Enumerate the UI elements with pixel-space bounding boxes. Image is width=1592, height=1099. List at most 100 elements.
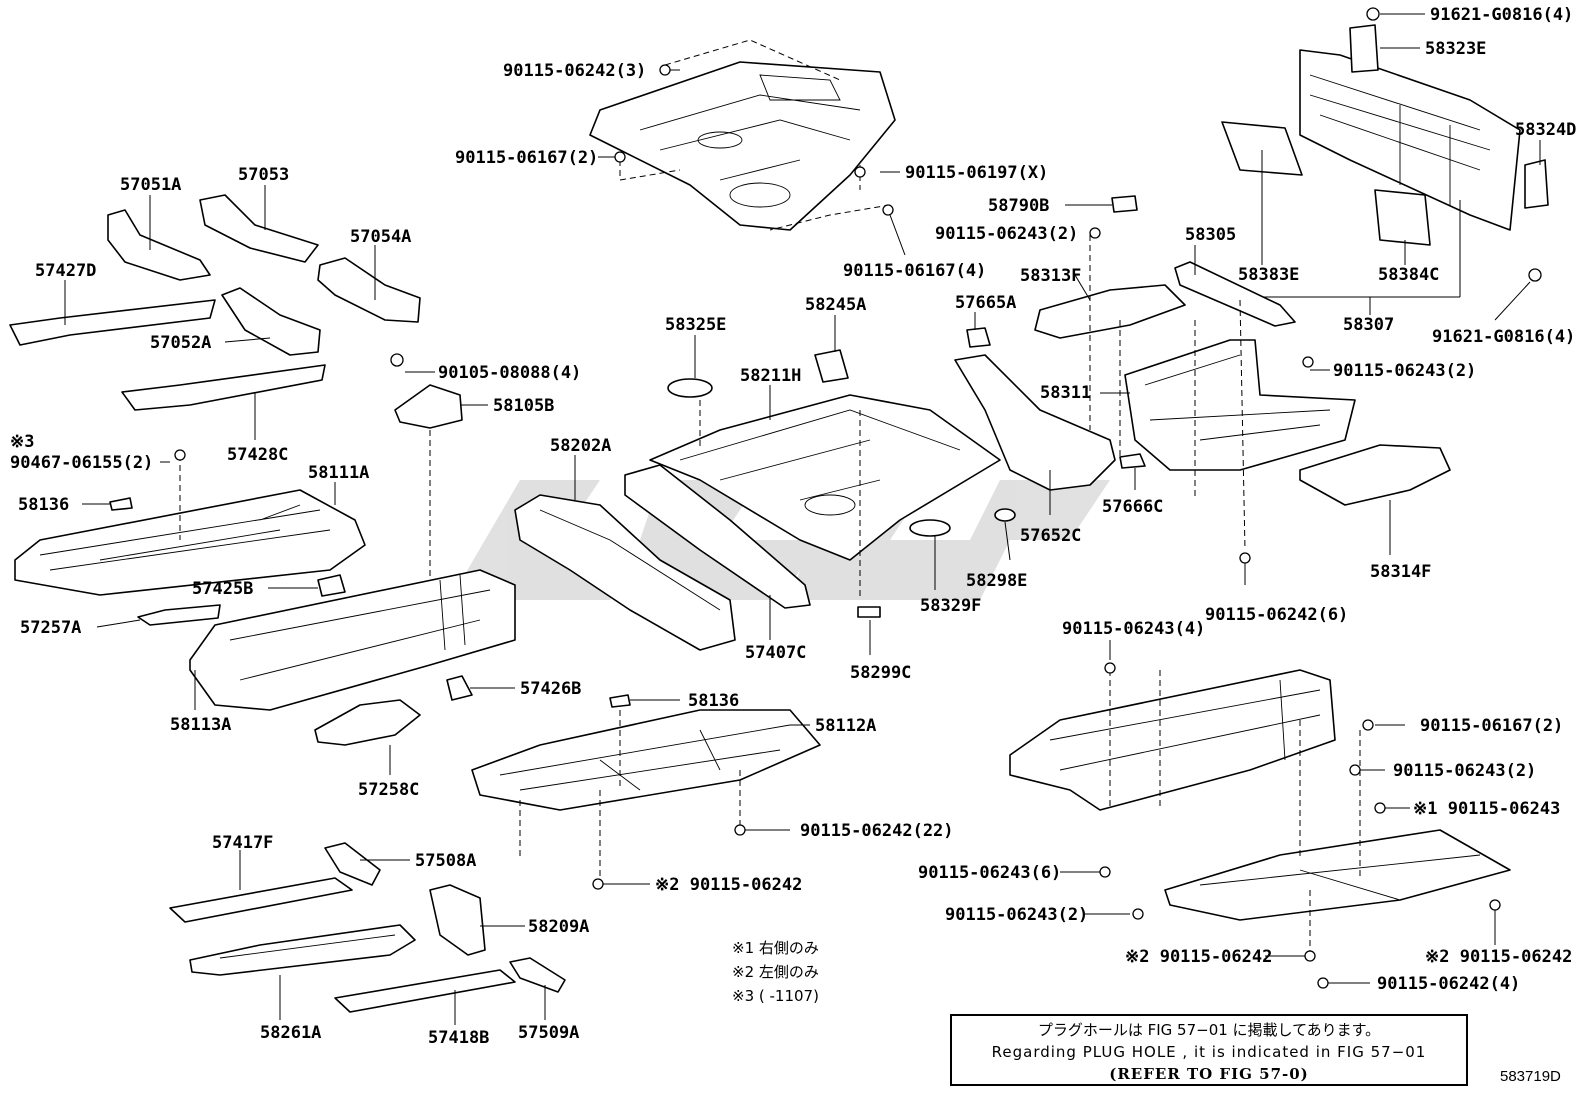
rail-57427D-shape bbox=[9, 299, 216, 346]
member-57052A-shape bbox=[221, 287, 321, 356]
label-58311: 58311 bbox=[1040, 383, 1091, 403]
plug-58329F-shape bbox=[909, 519, 951, 537]
bolt-icon bbox=[1132, 908, 1144, 920]
label-90115-06243-2b: 90115-06243(2) bbox=[1333, 361, 1476, 381]
bolt-icon bbox=[1099, 866, 1111, 878]
bolt-icon bbox=[1349, 764, 1361, 776]
member-58202A-shape bbox=[514, 494, 736, 651]
label-90115-06242-6: 90115-06242(6) bbox=[1205, 605, 1348, 625]
note-3-marker: ※3 bbox=[10, 432, 34, 452]
member-58305-shape bbox=[1174, 261, 1296, 327]
bolt-icon bbox=[734, 824, 746, 836]
bracket-57508A-shape bbox=[324, 842, 381, 886]
label-90115-06243-4: 90115-06243(4) bbox=[1062, 619, 1205, 639]
rail-57428C-shape bbox=[121, 364, 326, 411]
label-90115-06243-6: 90115-06243(6) bbox=[918, 863, 1061, 883]
legend: ※1 右側のみ ※2 左側のみ ※3 ( -1107) bbox=[732, 939, 819, 1005]
wheel-well-57652C-shape bbox=[954, 354, 1116, 491]
label-90115-06197-X: 90115-06197(X) bbox=[905, 163, 1048, 183]
reinforcement-57257A-shape bbox=[137, 604, 221, 626]
bolt-icon bbox=[1089, 227, 1101, 239]
label-58299C: 58299C bbox=[850, 663, 911, 683]
bolt-icon bbox=[592, 878, 604, 890]
bracket-57666C-shape bbox=[1119, 453, 1146, 469]
label-58209A: 58209A bbox=[528, 917, 589, 937]
leader-lines bbox=[64, 13, 1541, 1025]
bolt-icon bbox=[1317, 977, 1329, 989]
label-58313F: 58313F bbox=[1020, 266, 1081, 286]
label-57052A: 57052A bbox=[150, 333, 211, 353]
label-57257A: 57257A bbox=[20, 618, 81, 638]
label-90115-06242-x2b: ※2 90115-06242 bbox=[1125, 947, 1272, 967]
label-90115-06242-4: 90115-06242(4) bbox=[1377, 974, 1520, 994]
label-58383E: 58383E bbox=[1238, 265, 1299, 285]
floor-58211H-shape bbox=[649, 394, 1001, 561]
label-57509A: 57509A bbox=[518, 1023, 579, 1043]
spare-tire-pan-58311-shape bbox=[1124, 339, 1356, 471]
label-57652C: 57652C bbox=[1020, 526, 1081, 546]
label-58305: 58305 bbox=[1185, 225, 1236, 245]
plate-58136a-shape bbox=[109, 497, 133, 511]
label-57051A: 57051A bbox=[120, 175, 181, 195]
bolt-icon bbox=[659, 64, 671, 76]
label-90115-06243-2a: 90115-06243(2) bbox=[935, 224, 1078, 244]
bolt-icon bbox=[174, 449, 186, 461]
bolt-icon bbox=[1489, 899, 1501, 911]
notice-english: Regarding PLUG HOLE , it is indicated in… bbox=[991, 1043, 1427, 1061]
label-57508A: 57508A bbox=[415, 851, 476, 871]
label-58202A: 58202A bbox=[550, 436, 611, 456]
plug-58325E-shape bbox=[667, 378, 713, 398]
label-57666C: 57666C bbox=[1102, 497, 1163, 517]
label-58111A: 58111A bbox=[308, 463, 369, 483]
label-58325E: 58325E bbox=[665, 315, 726, 335]
legend-note-1: ※1 右側のみ bbox=[732, 939, 819, 957]
label-90115-06242-3: 90115-06242(3) bbox=[503, 61, 646, 81]
label-57426B: 57426B bbox=[520, 679, 581, 699]
bracket-57425B-shape bbox=[317, 574, 346, 597]
label-91621-G0816-bottom: 91621-G0816(4) bbox=[1432, 327, 1575, 347]
bracket-58384C-shape bbox=[1374, 189, 1431, 246]
plate-58136b-shape bbox=[609, 694, 631, 708]
floor-right-lower-shape bbox=[1164, 829, 1511, 921]
bracket-57051A-shape bbox=[107, 209, 211, 281]
member-58209A-shape bbox=[429, 884, 486, 956]
label-57258C: 57258C bbox=[358, 780, 419, 800]
bolt-icon bbox=[1362, 719, 1374, 731]
label-58323E: 58323E bbox=[1425, 39, 1486, 59]
bolt-icon bbox=[1374, 802, 1386, 814]
floor-panel-58111A-shape bbox=[14, 489, 366, 596]
bolt-icon bbox=[1104, 662, 1116, 674]
bolt-icons bbox=[174, 7, 1542, 989]
bracket-58323E-shape bbox=[1349, 24, 1379, 73]
member-58113A-shape bbox=[189, 569, 516, 711]
bracket-58245A-shape bbox=[814, 349, 849, 383]
legend-note-2: ※2 左側のみ bbox=[732, 963, 819, 981]
label-90115-06242-x2a: ※2 90115-06242 bbox=[655, 875, 802, 895]
label-58314F: 58314F bbox=[1370, 562, 1431, 582]
bolt-icon bbox=[1304, 950, 1316, 962]
rear-floor-lower-shape bbox=[1009, 669, 1336, 811]
label-58245A: 58245A bbox=[805, 295, 866, 315]
floor-58112A-shape bbox=[471, 709, 821, 811]
notice-reference: (REFER TO FIG 57-0) bbox=[1109, 1065, 1309, 1083]
label-90115-06242-22: 90115-06242(22) bbox=[800, 821, 954, 841]
bolt-icon bbox=[614, 151, 626, 163]
bolt-icon bbox=[1239, 552, 1251, 564]
label-58136b: 58136 bbox=[688, 691, 739, 711]
label-58261A: 58261A bbox=[260, 1023, 321, 1043]
bracket-58324D-shape bbox=[1524, 159, 1549, 209]
label-58211H: 58211H bbox=[740, 366, 801, 386]
sill-57418B-shape bbox=[334, 969, 516, 1013]
floor-pan-upper-shape bbox=[589, 61, 896, 231]
label-90115-06167-2: 90115-06167(2) bbox=[455, 148, 598, 168]
label-57418B: 57418B bbox=[428, 1028, 489, 1048]
refer-notice-box: プラグホールは FIG 57−01 に掲載してあります。 Regarding P… bbox=[950, 1014, 1468, 1086]
label-58324D: 58324D bbox=[1515, 120, 1576, 140]
clip-58790B-shape bbox=[1111, 195, 1138, 213]
bracket-57665A-shape bbox=[966, 327, 991, 348]
legend-note-3: ※3 ( -1107) bbox=[732, 987, 819, 1005]
bolt-icon bbox=[854, 166, 866, 178]
notice-japanese: プラグホールは FIG 57−01 に掲載してあります。 bbox=[1037, 1021, 1381, 1039]
bolt-icon bbox=[390, 353, 404, 367]
